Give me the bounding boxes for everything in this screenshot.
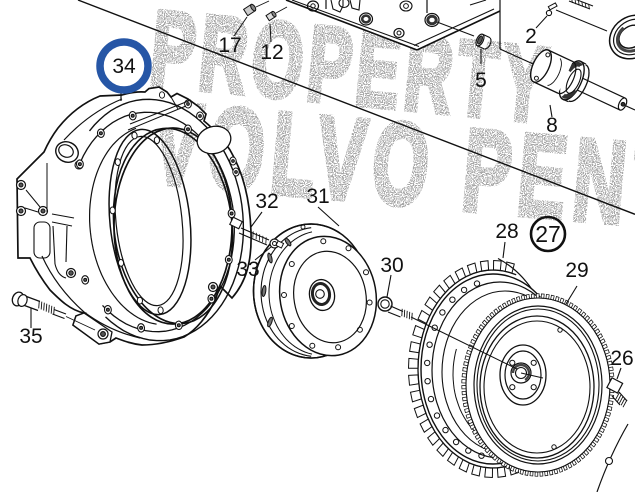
svg-text:5: 5: [475, 69, 487, 92]
svg-text:34: 34: [112, 55, 136, 78]
svg-text:31: 31: [306, 185, 329, 208]
svg-text:26: 26: [610, 347, 633, 370]
svg-text:32: 32: [255, 190, 278, 213]
svg-text:8: 8: [546, 114, 558, 137]
svg-text:35: 35: [19, 325, 42, 348]
svg-text:30: 30: [380, 254, 403, 277]
svg-text:12: 12: [260, 41, 283, 64]
svg-text:33: 33: [236, 258, 259, 281]
svg-text:17: 17: [218, 34, 241, 57]
svg-text:27: 27: [535, 221, 561, 247]
svg-text:28: 28: [495, 220, 518, 243]
svg-text:29: 29: [565, 259, 588, 282]
svg-text:2: 2: [525, 25, 537, 48]
